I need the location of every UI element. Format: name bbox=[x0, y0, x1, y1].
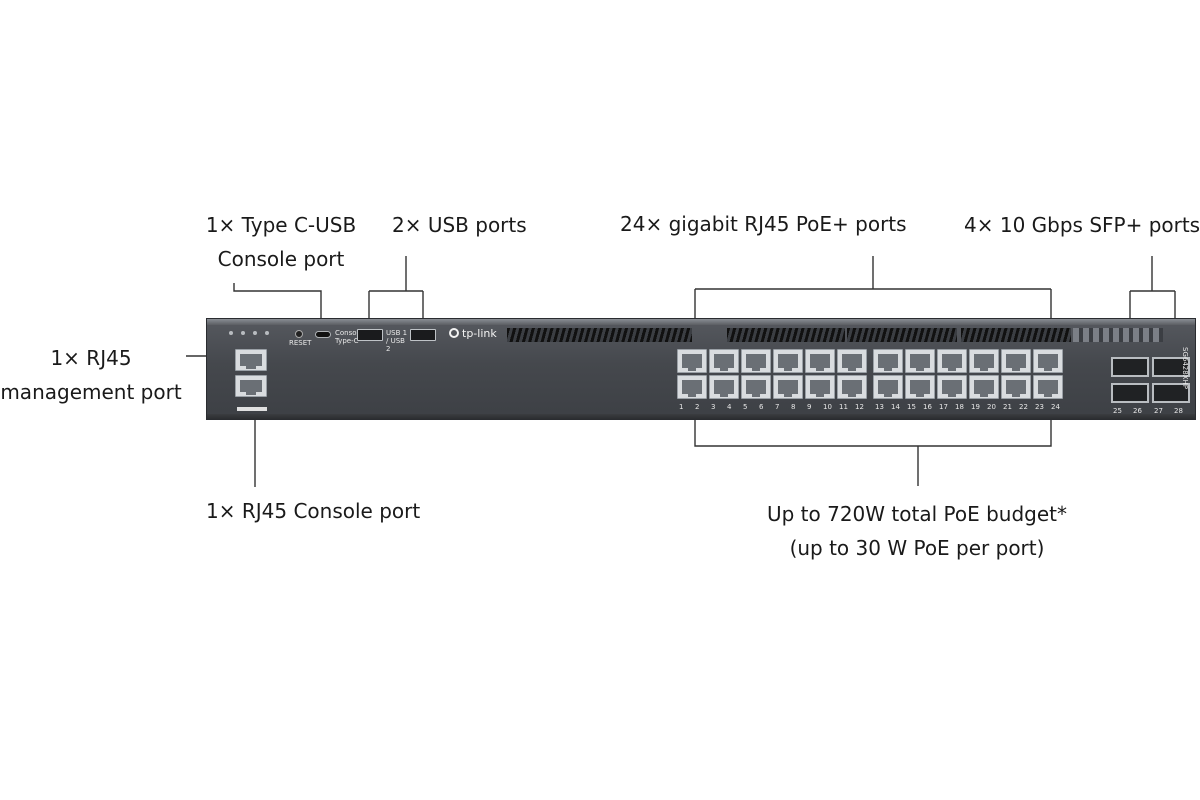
rj45-poe-port-14[interactable] bbox=[873, 375, 903, 399]
leader-sfp bbox=[1129, 256, 1176, 328]
status-led bbox=[253, 331, 257, 335]
reset-button[interactable] bbox=[295, 330, 303, 338]
port-number-label: 14 bbox=[891, 403, 900, 411]
sfp-port-25[interactable] bbox=[1111, 357, 1149, 377]
callout-typec-console: 1× Type C-USB Console port bbox=[205, 213, 357, 271]
label-tab bbox=[237, 407, 267, 411]
sfp-port-27[interactable] bbox=[1152, 357, 1190, 377]
port-number-label: 11 bbox=[839, 403, 848, 411]
port-number-label: 2 bbox=[695, 403, 700, 411]
status-led bbox=[229, 331, 233, 335]
rj45-poe-port-20[interactable] bbox=[969, 375, 999, 399]
rj45-poe-port-8[interactable] bbox=[773, 375, 803, 399]
port-number-label: 15 bbox=[907, 403, 916, 411]
port-number-label: 20 bbox=[987, 403, 996, 411]
vent-grille bbox=[1073, 328, 1163, 342]
callout-mgmt-port: 1× RJ45 management port bbox=[0, 346, 182, 404]
leader-poe-budget bbox=[694, 414, 1052, 486]
switch-front-panel: RESET Console Type-C USB 1 / USB 2 tp-li… bbox=[206, 318, 1196, 420]
sfp-port-28[interactable] bbox=[1152, 383, 1190, 403]
reset-label: RESET bbox=[289, 339, 312, 347]
port-number-label: 19 bbox=[971, 403, 980, 411]
chassis-top-lip bbox=[207, 319, 1195, 325]
status-led bbox=[241, 331, 245, 335]
sfp-number-label: 27 bbox=[1154, 407, 1163, 415]
brand-logo: tp-link bbox=[449, 327, 497, 340]
vent-grille bbox=[507, 328, 692, 342]
sfp-number-label: 26 bbox=[1133, 407, 1142, 415]
model-number: SG6428XHP bbox=[1181, 347, 1189, 389]
typec-console-port[interactable] bbox=[315, 331, 331, 338]
rj45-poe-port-21[interactable] bbox=[1001, 349, 1031, 373]
port-number-label: 10 bbox=[823, 403, 832, 411]
port-number-label: 4 bbox=[727, 403, 732, 411]
callout-sfp: 4× 10 Gbps SFP+ ports bbox=[964, 213, 1200, 237]
rj45-poe-port-10[interactable] bbox=[805, 375, 835, 399]
rj45-poe-port-23[interactable] bbox=[1033, 349, 1063, 373]
rj45-poe-port-15[interactable] bbox=[905, 349, 935, 373]
vent-grille bbox=[961, 328, 1071, 342]
sfp-number-label: 25 bbox=[1113, 407, 1122, 415]
port-number-label: 1 bbox=[679, 403, 684, 411]
rj45-poe-port-11[interactable] bbox=[837, 349, 867, 373]
port-number-label: 6 bbox=[759, 403, 764, 411]
rj45-poe-port-3[interactable] bbox=[709, 349, 739, 373]
port-number-label: 5 bbox=[743, 403, 748, 411]
port-number-label: 22 bbox=[1019, 403, 1028, 411]
rj45-poe-port-7[interactable] bbox=[773, 349, 803, 373]
callout-rj45-poe: 24× gigabit RJ45 PoE+ ports bbox=[620, 212, 907, 236]
typec-console-label: Console Type-C bbox=[335, 329, 363, 345]
rj45-poe-port-9[interactable] bbox=[805, 349, 835, 373]
leader-rj45-poe-top bbox=[694, 256, 1052, 344]
usb-port-1[interactable] bbox=[357, 329, 383, 341]
callout-poe-budget: Up to 720W total PoE budget* (up to 30 W… bbox=[766, 502, 1067, 560]
port-number-label: 8 bbox=[791, 403, 796, 411]
rj45-poe-port-5[interactable] bbox=[741, 349, 771, 373]
sfp-number-label: 28 bbox=[1174, 407, 1183, 415]
rj45-poe-port-13[interactable] bbox=[873, 349, 903, 373]
callout-rj45-console: 1× RJ45 Console port bbox=[206, 499, 421, 523]
port-number-label: 3 bbox=[711, 403, 716, 411]
usb-port-2[interactable] bbox=[410, 329, 436, 341]
rj45-poe-port-24[interactable] bbox=[1033, 375, 1063, 399]
callout-usb-ports: 2× USB ports bbox=[392, 213, 527, 237]
rj45-poe-port-4[interactable] bbox=[709, 375, 739, 399]
port-number-label: 9 bbox=[807, 403, 812, 411]
leader-typec-console bbox=[233, 283, 322, 324]
rj45-poe-port-18[interactable] bbox=[937, 375, 967, 399]
chassis-bottom-edge bbox=[207, 414, 1195, 419]
rj45-poe-port-16[interactable] bbox=[905, 375, 935, 399]
rj45-poe-port-2[interactable] bbox=[677, 375, 707, 399]
port-number-label: 7 bbox=[775, 403, 780, 411]
leader-usb-ports bbox=[368, 256, 424, 326]
port-number-label: 24 bbox=[1051, 403, 1060, 411]
port-number-label: 23 bbox=[1035, 403, 1044, 411]
rj45-console-port[interactable] bbox=[235, 375, 267, 397]
rj45-poe-port-6[interactable] bbox=[741, 375, 771, 399]
sfp-port-26[interactable] bbox=[1111, 383, 1149, 403]
port-number-label: 12 bbox=[855, 403, 864, 411]
port-number-label: 18 bbox=[955, 403, 964, 411]
port-number-label: 13 bbox=[875, 403, 884, 411]
status-led bbox=[265, 331, 269, 335]
port-number-label: 16 bbox=[923, 403, 932, 411]
rj45-poe-port-1[interactable] bbox=[677, 349, 707, 373]
port-number-label: 17 bbox=[939, 403, 948, 411]
vent-grille bbox=[727, 328, 845, 342]
rj45-poe-port-22[interactable] bbox=[1001, 375, 1031, 399]
vent-grille bbox=[847, 328, 957, 342]
rj45-poe-port-12[interactable] bbox=[837, 375, 867, 399]
port-number-label: 21 bbox=[1003, 403, 1012, 411]
tplink-logo-icon bbox=[449, 328, 459, 338]
rj45-poe-port-17[interactable] bbox=[937, 349, 967, 373]
usb-label: USB 1 / USB 2 bbox=[386, 329, 408, 353]
rj45-management-port[interactable] bbox=[235, 349, 267, 371]
rj45-poe-port-19[interactable] bbox=[969, 349, 999, 373]
